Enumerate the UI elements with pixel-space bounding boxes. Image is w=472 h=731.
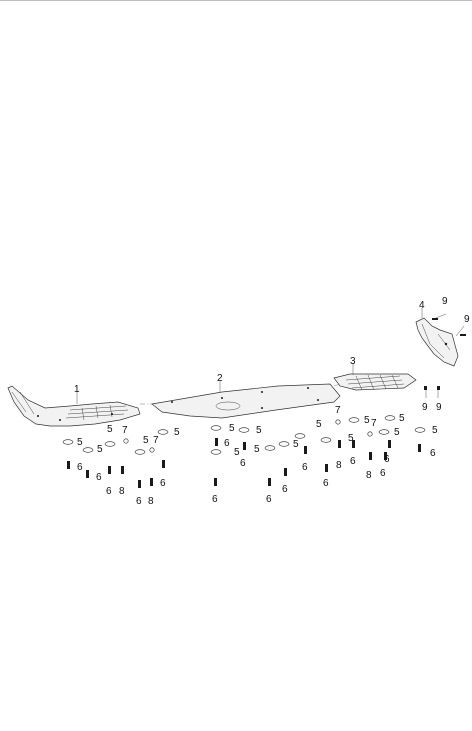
callout-7: 7	[335, 405, 341, 416]
callout-6: 6	[282, 484, 288, 495]
callout-8: 8	[336, 460, 342, 471]
callout-6: 6	[430, 448, 436, 459]
callout-part-1: 1	[74, 384, 80, 395]
callout-6: 6	[160, 478, 166, 489]
callout-5: 5	[254, 444, 260, 455]
callout-5: 5	[107, 424, 113, 435]
callout-6: 6	[350, 456, 356, 467]
callout-5: 5	[399, 413, 405, 424]
callout-7: 7	[371, 418, 377, 429]
callout-6: 6	[224, 438, 230, 449]
callout-9: 9	[422, 402, 428, 413]
callout-5: 5	[97, 444, 103, 455]
callout-6: 6	[266, 494, 272, 505]
callout-5: 5	[348, 433, 354, 444]
callout-5: 5	[229, 423, 235, 434]
callout-6: 6	[77, 462, 83, 473]
callout-5: 5	[77, 437, 83, 448]
part-3-rear-guard	[333, 373, 417, 391]
callout-9: 9	[442, 296, 448, 307]
callout-6: 6	[302, 462, 308, 473]
callout-labels: 1 2 3 4 9 9 9 9 5 5 5 7 6 6 6 8 5 7 5 6 …	[74, 296, 470, 507]
callout-5: 5	[174, 427, 180, 438]
part-2-center-skid-plate	[151, 383, 341, 419]
callout-5: 5	[316, 419, 322, 430]
top-border-line	[0, 0, 472, 1]
callout-6: 6	[380, 468, 386, 479]
callout-6: 6	[96, 472, 102, 483]
callout-part-4: 4	[419, 300, 425, 311]
callout-6: 6	[384, 454, 390, 465]
callout-6: 6	[136, 496, 142, 507]
callout-7: 7	[153, 435, 159, 446]
callout-9: 9	[464, 314, 470, 325]
clips	[123, 419, 373, 453]
bolts	[67, 318, 466, 488]
callout-5: 5	[256, 425, 262, 436]
part-4-bracket	[415, 317, 459, 367]
callout-part-3: 3	[350, 356, 356, 367]
part-1-front-skid-plate	[7, 385, 141, 427]
callout-5: 5	[394, 427, 400, 438]
callout-part-2: 2	[217, 373, 223, 384]
callout-6: 6	[212, 494, 218, 505]
callout-8: 8	[119, 486, 125, 497]
callout-8: 8	[148, 496, 154, 507]
callout-6: 6	[323, 478, 329, 489]
callout-9: 9	[436, 402, 442, 413]
callout-5: 5	[293, 439, 299, 450]
callout-8: 8	[366, 470, 372, 481]
callout-5: 5	[364, 415, 370, 426]
washers	[62, 415, 426, 455]
callout-5: 5	[143, 435, 149, 446]
callout-5: 5	[432, 425, 438, 436]
callout-6: 6	[240, 458, 246, 469]
callout-6: 6	[106, 486, 112, 497]
callout-5: 5	[234, 447, 240, 458]
callout-7: 7	[122, 425, 128, 436]
leader-lines	[76, 308, 465, 405]
